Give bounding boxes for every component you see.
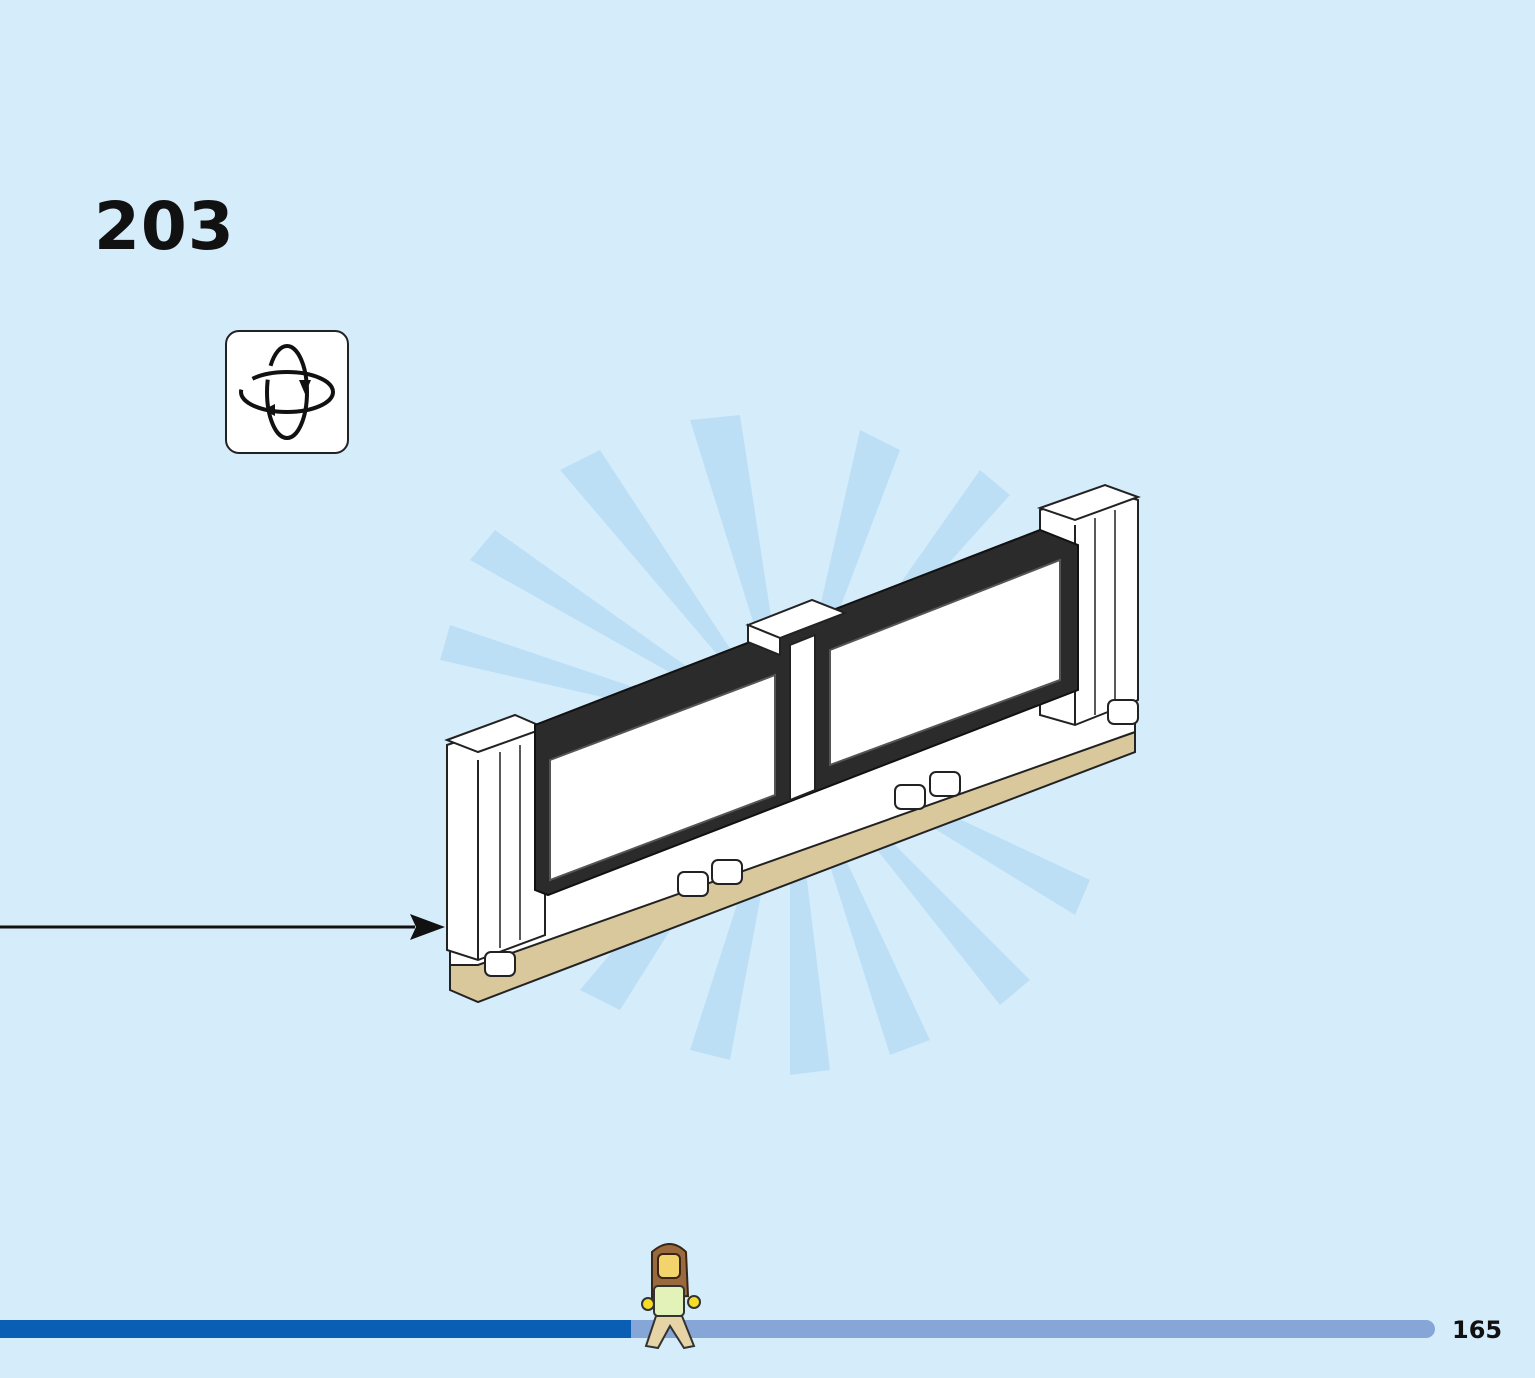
progress-bar-fill (0, 1320, 632, 1338)
page-number: 165 (1452, 1316, 1503, 1344)
attach-arrow (0, 914, 445, 940)
rotate-model-icon (239, 344, 335, 440)
progress-bar (0, 1320, 1435, 1338)
rotate-model-callout (225, 330, 349, 454)
minifigure-icon (641, 1243, 701, 1350)
step-number: 203 (94, 188, 235, 265)
